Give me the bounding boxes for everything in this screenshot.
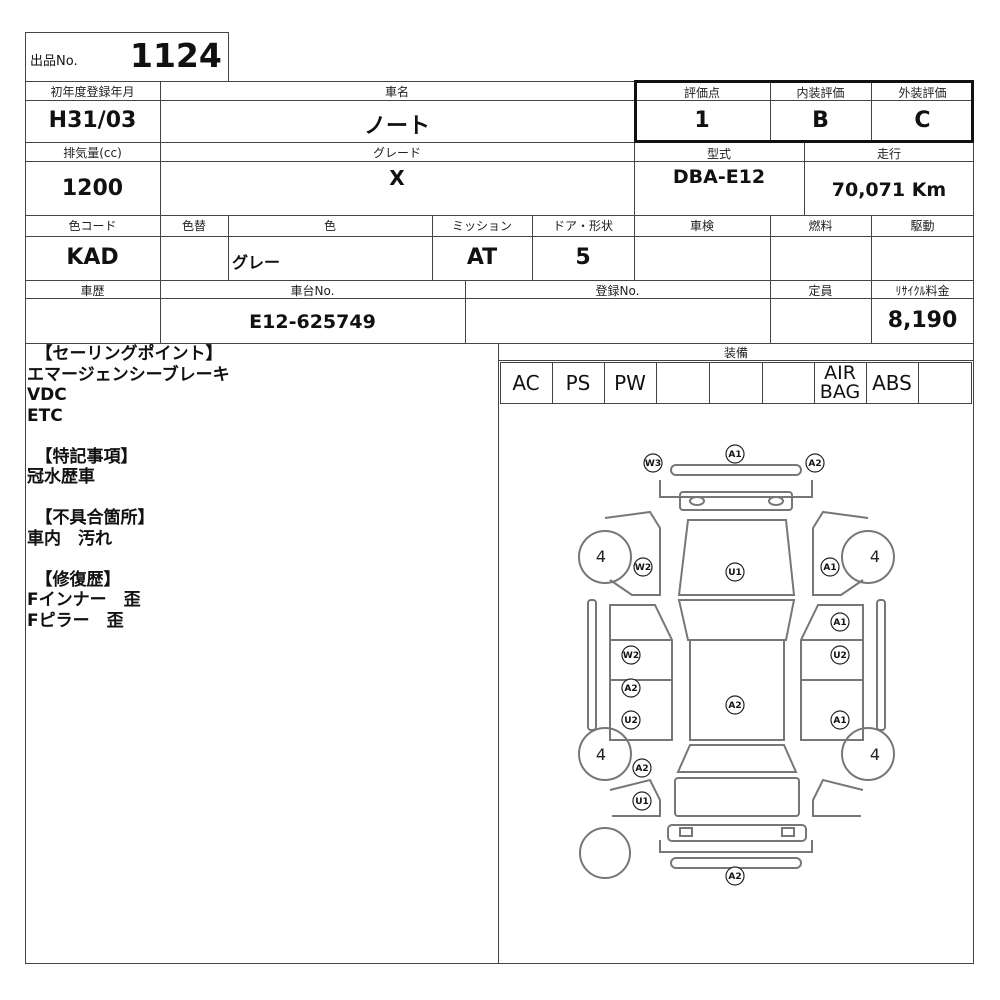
note-line: 【不具合箇所】 [27,508,155,528]
damage-mark-circle [621,678,641,698]
lot-label: 出品No. [30,54,78,69]
first-reg-value: H31/03 [48,108,137,133]
note-line: 【修復歴】 [27,569,121,590]
doors-value: 5 [575,245,591,270]
damage-mark-circle [621,645,641,665]
equipment-header: 装備 [723,346,748,360]
note-line: Fインナー 歪 [27,590,141,610]
damage-mark: W2 [635,563,651,573]
doors-header: ドア・形状 [552,219,613,233]
drive-header: 駆動 [910,219,935,233]
score-box [634,80,974,143]
damage-mark: A1 [833,716,846,726]
mission-header: ミッション [451,219,512,233]
equipment-ps: PS [565,371,591,395]
damage-mark-circle [621,710,641,730]
note-line: VDC [27,385,67,405]
notes-block: 【セーリングポイント】 エマージェンシーブレーキ VDC ETC 【特記事項】 … [27,344,497,631]
damage-mark-circle [725,866,745,886]
color-code-header: 色コード [68,219,117,233]
interior-header: 内装評価 [796,86,845,100]
exterior-value: C [914,108,931,133]
note-line: 【セーリングポイント】 [27,344,223,364]
damage-mark-circle [725,562,745,582]
damage-mark: A1 [823,563,836,573]
first-reg-header: 初年度登録年月 [50,85,135,99]
equipment-abs: ABS [872,371,912,395]
damage-mark: A2 [728,872,741,882]
tire-front-left: 4 [596,547,606,566]
damage-mark-circle [633,557,653,577]
damage-mark-circle [632,791,652,811]
note-line: 車内 汚れ [27,528,112,549]
damage-mark-circle [830,710,850,730]
tire-rear-right: 4 [870,745,880,764]
damage-mark: A2 [808,459,821,469]
damage-mark-circle [805,453,825,473]
color-value: グレー [232,253,281,272]
damage-mark: U2 [624,716,638,726]
damage-mark-circle [820,557,840,577]
mileage-value: 70,071 Km [831,179,947,201]
note-line: 冠水歴車 [27,467,95,487]
damage-mark: A2 [728,701,741,711]
chassis-header: 車台No. [290,284,335,298]
damage-mark: W2 [623,651,639,661]
model-header: 型式 [706,147,731,161]
grade-value: X [389,166,405,190]
damage-mark: A1 [728,450,741,460]
damage-mark: U2 [833,651,847,661]
equipment-grid [500,362,972,404]
recycle-header: ﾘｻｲｸﾙ料金 [895,284,950,298]
note-line: 【特記事項】 [27,446,138,467]
tire-rear-left: 4 [596,745,606,764]
damage-mark: U1 [635,797,649,807]
recycle-value: 8,190 [887,308,958,333]
mission-value: AT [466,245,498,270]
score-header: 評価点 [683,86,720,100]
model-value: DBA-E12 [672,166,766,188]
damage-mark: A1 [833,618,846,628]
lot-box [25,32,229,82]
history-header: 車歴 [80,284,105,298]
note-line: エマージェンシーブレーキ [27,364,230,385]
damage-mark-circle [830,612,850,632]
color-header: 色 [323,219,336,233]
displacement-header: 排気量(cc) [63,146,122,160]
capacity-header: 定員 [808,284,833,298]
car-name-header: 車名 [384,85,409,99]
sheet-frame [25,81,974,964]
color-change-header: 色替 [181,219,206,233]
exterior-header: 外装評価 [898,86,947,100]
damage-mark-circle [725,695,745,715]
grade-header: グレード [372,146,421,160]
displacement-value: 1200 [61,176,124,201]
damage-mark-circle [632,758,652,778]
color-code-value: KAD [66,245,119,270]
registration-header: 登録No. [595,284,640,298]
interior-value: B [812,108,829,133]
equipment-airbag: AIR BAG [819,362,861,403]
car-name-value: ノート [363,114,430,139]
damage-mark: A2 [635,764,648,774]
mileage-header: 走行 [876,147,901,161]
damage-mark: A2 [624,684,637,694]
equipment-pw: PW [614,371,646,395]
fuel-header: 燃料 [808,219,833,233]
score-value: 1 [694,108,710,133]
note-line: Fピラー 歪 [27,610,124,631]
damage-mark-circle [643,453,663,473]
damage-mark-circle [725,444,745,464]
damage-mark-circle [830,645,850,665]
chassis-value: E12-625749 [249,311,376,333]
tire-front-right: 4 [870,547,880,566]
lot-number: 1124 [130,36,222,75]
damage-mark: W3 [645,459,661,469]
equipment-ac: AC [512,371,540,395]
damage-mark: U1 [728,568,742,578]
inspection-header: 車検 [689,219,714,233]
note-line: ETC [27,405,63,426]
